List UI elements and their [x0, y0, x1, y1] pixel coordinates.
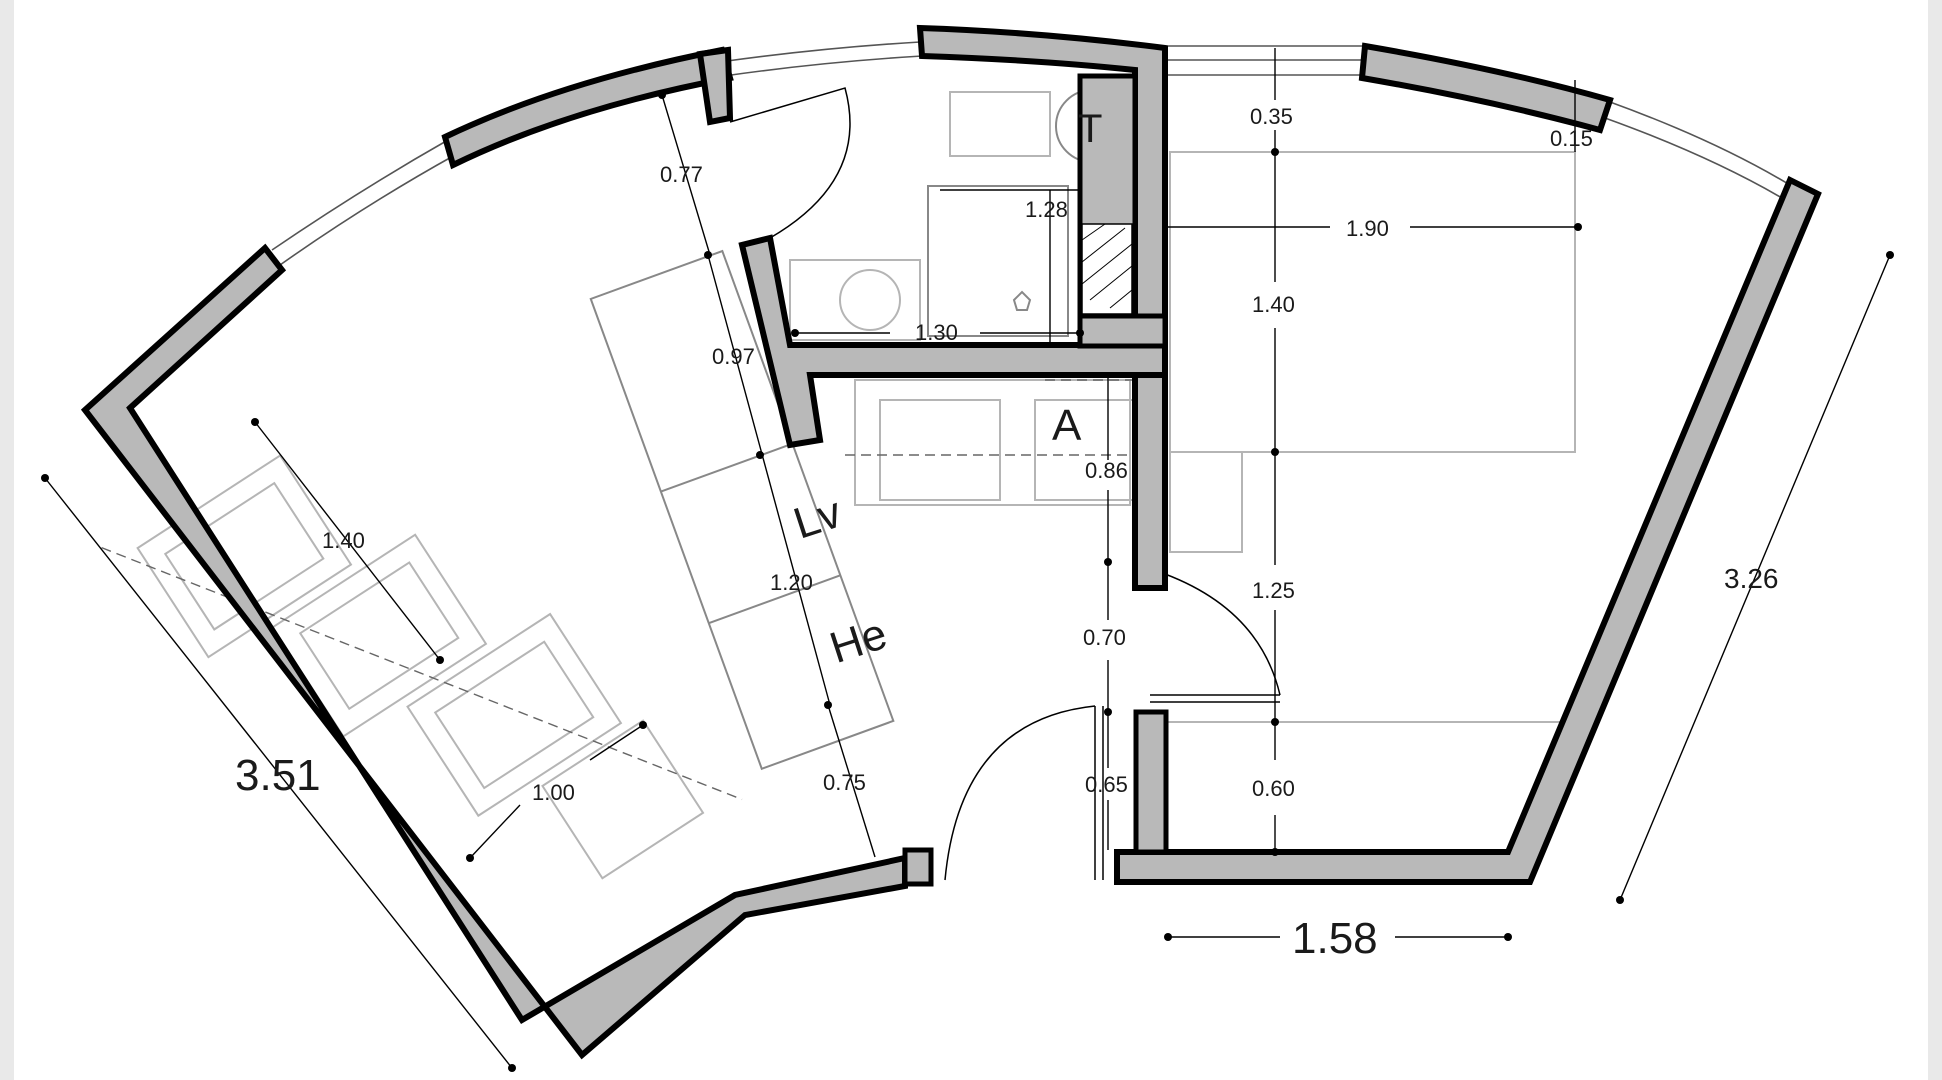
shower-tray [927, 185, 1069, 337]
bath-unit [789, 259, 921, 341]
dim-sofa-a: 1.40 [322, 528, 365, 553]
dim-counter-length: 1.20 [770, 570, 813, 595]
bath-sink-counter [949, 91, 1051, 157]
label-toilet: T [1078, 107, 1102, 151]
drain-icon [1012, 290, 1032, 311]
wall-top-right [1358, 42, 1614, 134]
dim-bed-width: 1.90 [1346, 216, 1389, 241]
wall-bath-short [1077, 313, 1168, 349]
wardrobe-left [879, 399, 1001, 501]
dim-bottom-clearance: 0.60 [1252, 776, 1295, 801]
nightstand [1169, 451, 1243, 553]
dim-bath-width-a: 1.28 [1025, 197, 1068, 222]
wall-jamb-lower [1133, 709, 1169, 855]
kitchen-counter [589, 249, 895, 771]
label-sink: Lv [788, 488, 847, 549]
dim-bath-wall: 0.97 [712, 344, 755, 369]
dim-bottom-right: 1.58 [1292, 914, 1378, 963]
dimension-texts: 3.51 3.26 1.58 0.77 0.97 1.28 1.30 1.20 … [235, 104, 1779, 963]
wall-jamb-top [696, 46, 734, 126]
closet-box [854, 379, 1131, 506]
dimension-lines [41, 48, 1894, 1072]
dim-window-gap: 0.77 [660, 162, 703, 187]
label-closet: A [1052, 401, 1082, 450]
dim-top-right-small: 0.15 [1550, 126, 1593, 151]
wall-top-middle [916, 24, 1168, 591]
window-frames [271, 41, 1791, 266]
dim-right-outer: 3.26 [1724, 563, 1779, 594]
dim-corridor: 0.70 [1083, 625, 1126, 650]
bidet-fixture [839, 269, 901, 331]
dim-sofa-b: 1.00 [532, 780, 575, 805]
wall-right-outer [1114, 175, 1822, 885]
dim-door-side: 0.65 [1085, 772, 1128, 797]
wall-top-left [441, 46, 734, 170]
door-swings [729, 87, 1281, 881]
wall-jamb-entry [902, 847, 934, 887]
wall-left-outer [80, 243, 908, 1060]
label-fridge: He [824, 609, 893, 673]
dim-entry-opening: 0.75 [823, 770, 866, 795]
wall-bath-horizontal [738, 234, 1168, 449]
dim-top-gap: 0.35 [1250, 104, 1293, 129]
wardrobe-right [1034, 399, 1141, 501]
dim-left-outer: 3.51 [235, 751, 321, 800]
dim-closet-depth: 0.86 [1085, 458, 1128, 483]
dim-bed-clearance: 1.25 [1252, 578, 1295, 603]
dim-bed-length: 1.40 [1252, 292, 1295, 317]
sofa-group [101, 454, 743, 880]
room-labels: T Lv He A [788, 107, 1103, 673]
hatch-patch [1081, 223, 1133, 315]
bed-frame [1169, 151, 1576, 453]
dim-bath-width-b: 1.30 [915, 320, 958, 345]
